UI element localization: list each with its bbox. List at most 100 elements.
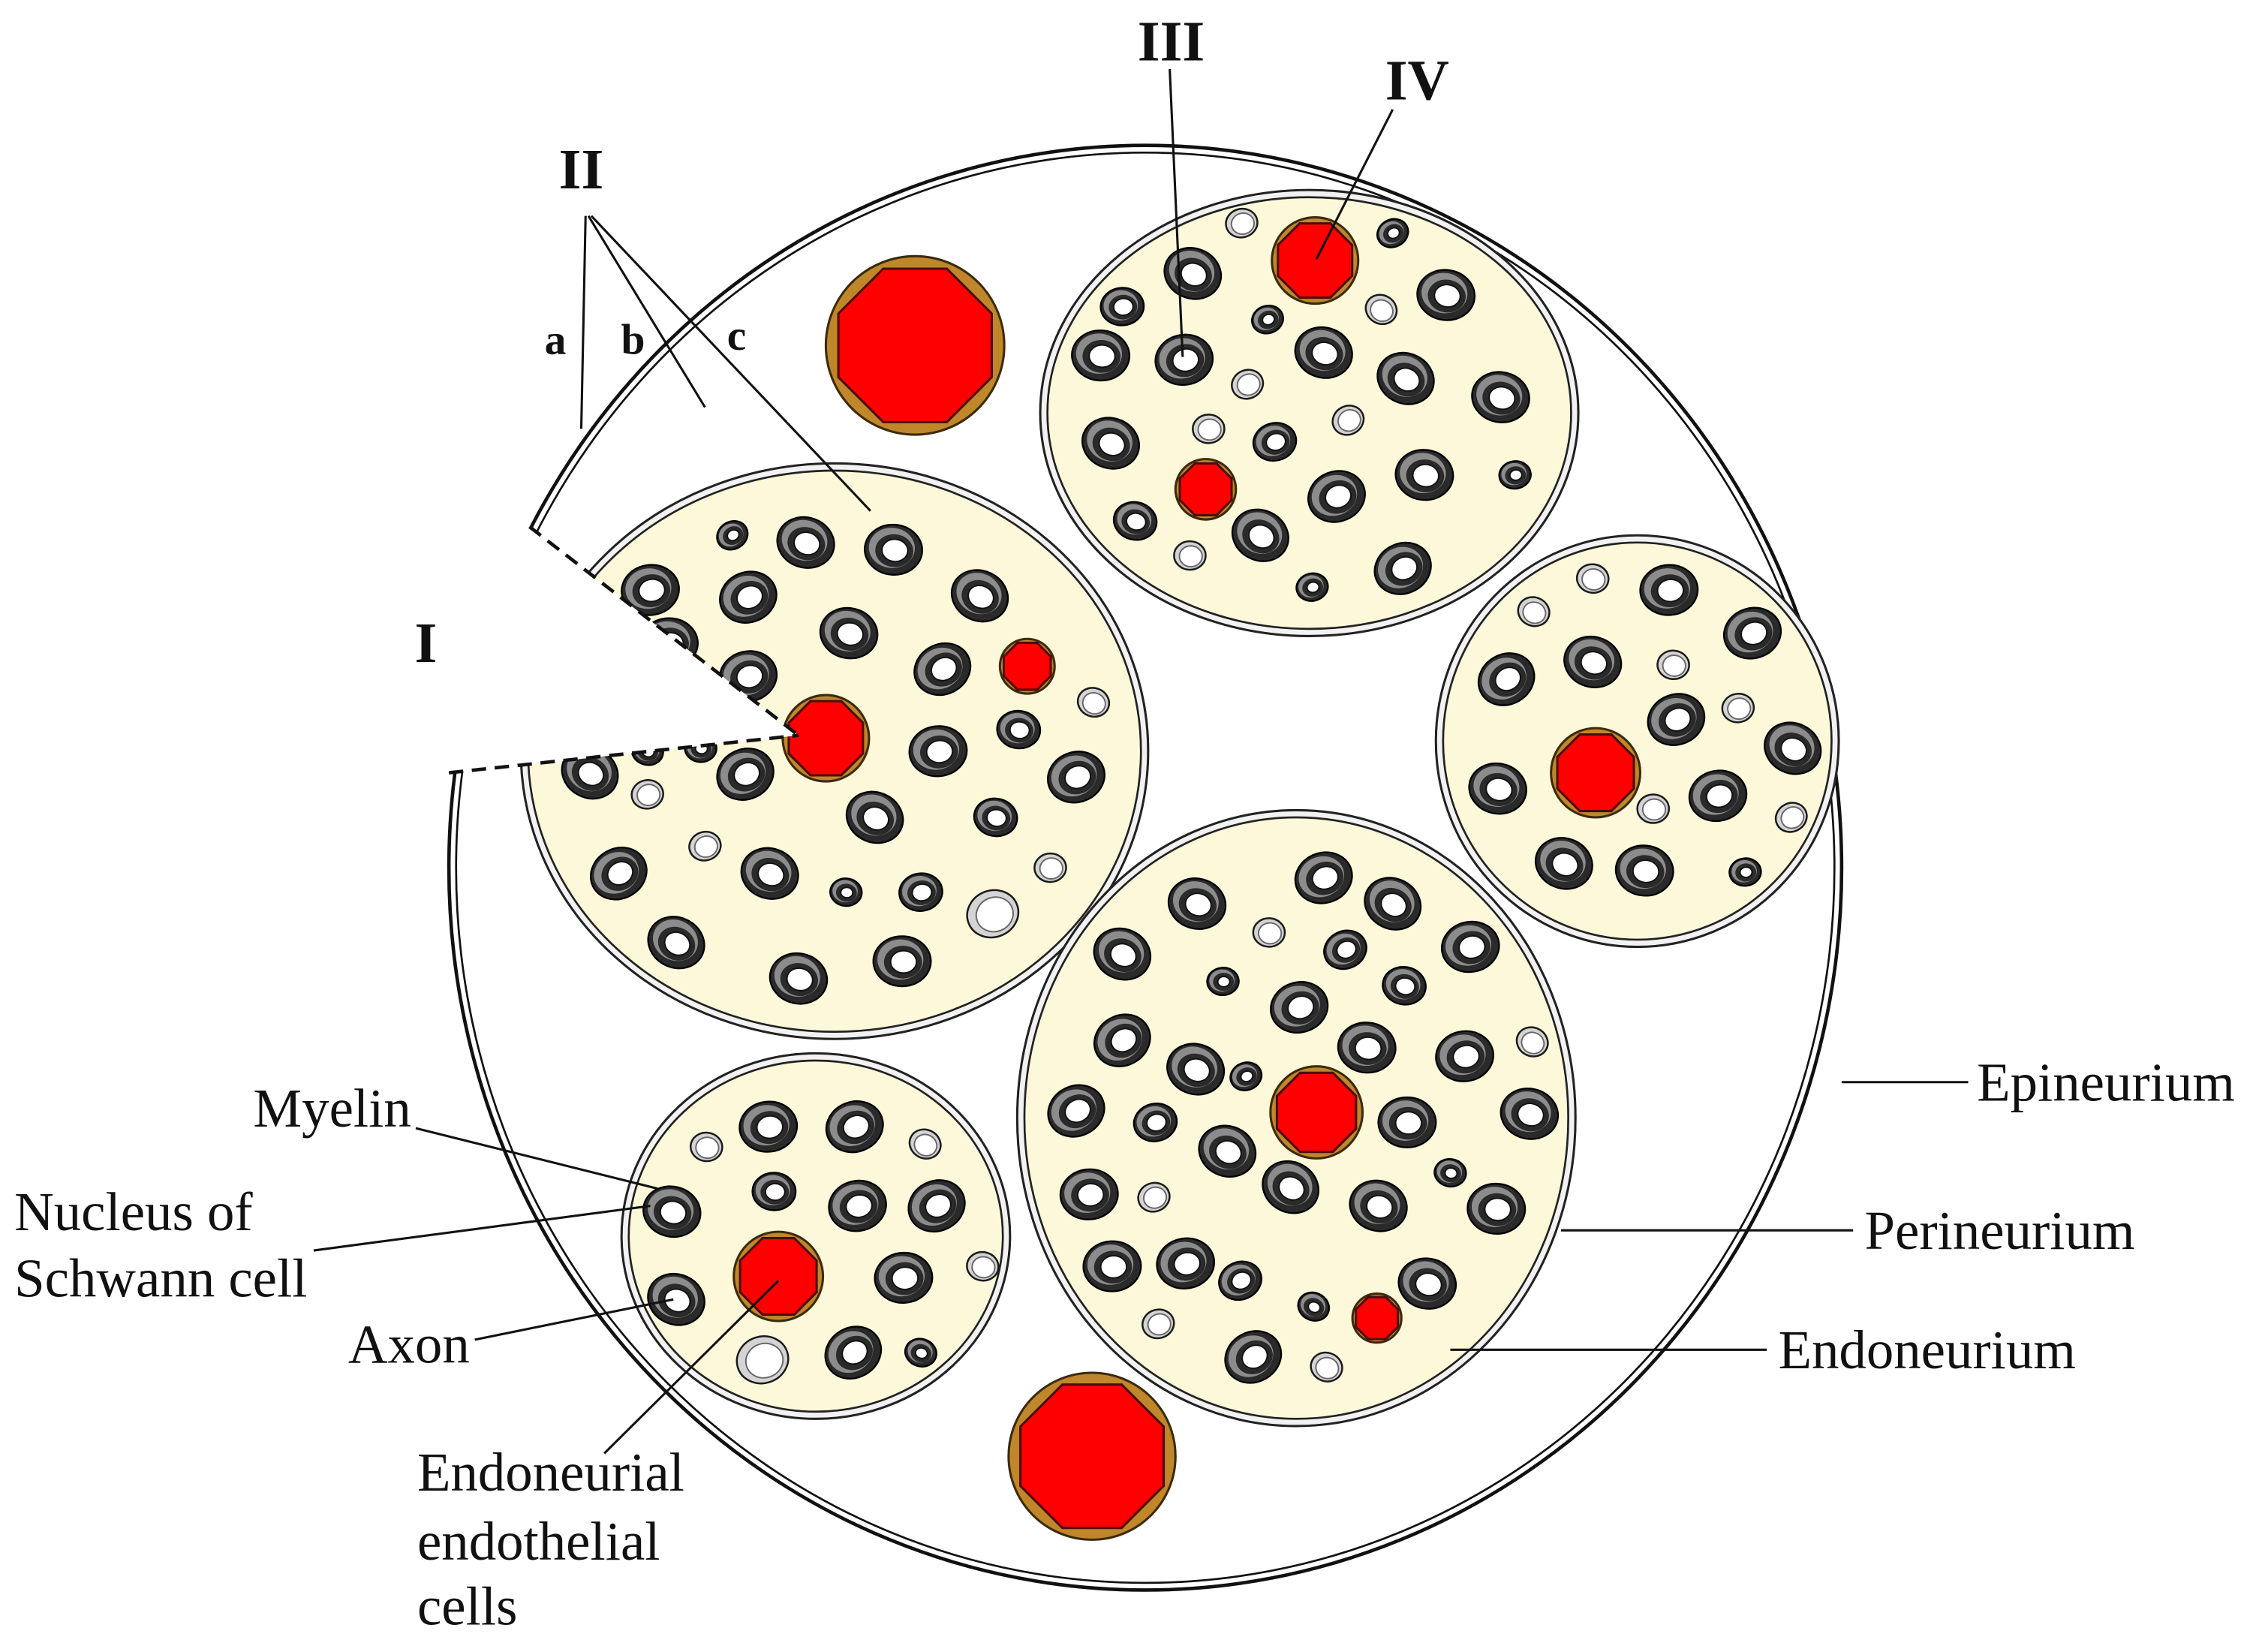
axon-core [1173,1251,1201,1276]
myelinated-axon [647,916,705,970]
myelinated-axon [1167,877,1227,930]
myelinated-axon [829,877,863,907]
blood-vessel [1269,1065,1364,1160]
axon-core [1581,568,1606,591]
myelinated-axon [1471,371,1530,423]
axon-core [726,528,740,542]
axon-core [1099,1255,1128,1279]
axon-core [1412,463,1439,488]
myelinated-axon [1262,1160,1320,1214]
myelinated-axon [1294,851,1353,904]
layer-a-leader-line [579,215,587,429]
axon-core [1458,935,1486,959]
myelinated-axon [1142,1308,1175,1340]
myelinated-axon [1575,563,1610,594]
myelinated-axon [1082,1240,1142,1292]
axon-core [1241,1344,1268,1370]
myelin-leader-line [415,1127,658,1190]
myelinated-axon [1515,1026,1549,1058]
myelinated-axon [908,725,968,778]
axon-core [1444,1167,1458,1179]
axon-core [736,585,763,609]
axon-core [764,1182,786,1202]
axon-core [1178,545,1203,568]
myelinated-axon [1534,837,1593,890]
myelinated-axon [966,1250,1000,1282]
axon-core [636,784,661,807]
axon-core [1197,418,1222,441]
perineurium-label: Perineurium [1865,1200,2135,1261]
axon-core [1484,1197,1512,1222]
axon-core [1147,1313,1172,1336]
axon-core [1739,866,1753,879]
vessel-lumen [738,1237,818,1316]
axon-core [1109,943,1137,967]
axon-core [744,1342,784,1379]
axon-core [1521,1031,1545,1055]
axon-core [891,1266,919,1290]
axon-core [1580,651,1608,676]
axon-core [1366,1194,1394,1219]
axon-core [1039,857,1063,880]
myelinated-axon [1433,1157,1467,1188]
myelinated-axon [908,1128,942,1160]
myelinated-axon [1394,449,1454,501]
myelinated-axon [621,564,680,616]
myelinated-axon [1416,269,1476,321]
endothelial-label-line-2: endothelial [417,1511,660,1572]
myelinated-axon [1093,927,1152,981]
myelinated-axon [1224,1330,1283,1384]
myelinated-axon [689,1131,723,1163]
axon-core [913,1133,938,1157]
myelinated-axon [716,520,749,551]
myelinated-axon [1466,1182,1527,1235]
axon-layer [561,207,1822,1385]
myelinated-axon [716,748,775,801]
axon-core [1287,995,1315,1020]
blood-vessel [1550,727,1642,819]
axon-core [975,896,1014,933]
myelinated-axon [1440,920,1500,973]
axon-core [925,1193,952,1218]
myelinated-axon [1166,1043,1226,1096]
axon-core [881,538,909,563]
myelinated-axon [1206,967,1240,997]
myelinated-axon [1382,966,1427,1006]
axon-core [1380,892,1407,917]
myelinated-axon [1137,1181,1171,1213]
myelinated-axon [1297,1291,1331,1322]
vessel-marker-leader-line [1315,109,1394,260]
myelinated-axon [1229,1061,1263,1091]
axon-core [1394,1111,1423,1135]
axon-core [577,761,605,787]
axon-core [1311,865,1339,890]
vessel-lumen [787,700,865,777]
myelinated-axon [1093,1013,1151,1067]
axon-core [845,1194,873,1218]
myelinated-axon [1225,207,1259,239]
myelinated-axon [1774,802,1808,833]
axon-core [1315,1356,1340,1380]
axon-core [1077,1183,1105,1207]
myelinated-axon [1337,1022,1397,1074]
sublayer-label-a: a [545,317,567,364]
wedge-cut-line-bottom [448,733,799,775]
myelinated-axon [1133,1103,1178,1142]
vessel-lumen [1003,641,1052,691]
axon-core [1081,692,1106,715]
leader-lines [313,69,1969,1455]
myelinated-axon [1656,649,1690,681]
myelinated-axon [1307,470,1366,523]
myelinated-axon [1563,635,1623,688]
myelinated-axon [642,1185,702,1238]
blood-vessel [781,694,871,783]
myelinated-axon [828,1179,887,1232]
myelinated-axon [898,872,943,912]
myelinated-axon [1373,541,1432,595]
axon-core [733,762,760,787]
axon-core [1172,348,1199,372]
blood-vessel [824,254,1006,436]
axon-core [1656,578,1684,603]
axon-core [1354,1036,1382,1061]
